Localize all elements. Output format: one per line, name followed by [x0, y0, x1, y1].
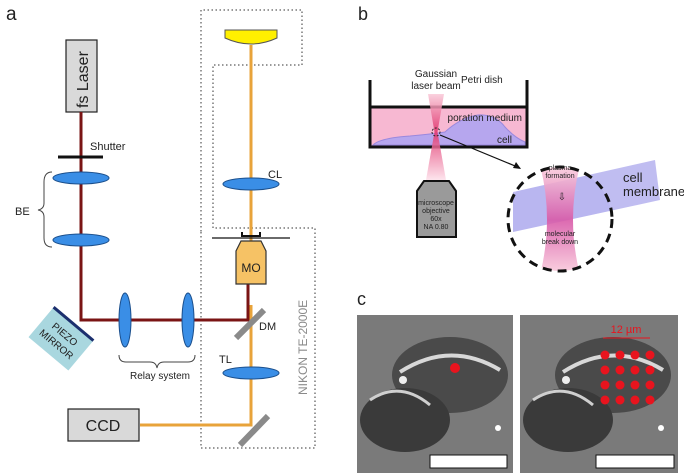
petri-dish: [368, 80, 529, 149]
microscope-label: NIKON TE-2000E: [296, 300, 310, 395]
zoom-circle: [506, 165, 614, 273]
piezo-mirror: PIEZO MIRROR: [28, 306, 95, 371]
dichroic-mirror: [233, 307, 267, 341]
grid-laser-spot: [600, 365, 610, 375]
grid-laser-spot: [645, 380, 655, 390]
medium-label: poration medium: [448, 113, 522, 124]
laser-beam-top: [428, 94, 444, 132]
ccd-camera: CCD: [67, 408, 140, 442]
cell-shape: [371, 114, 526, 146]
focus-marker: [431, 127, 441, 137]
grid-scale-label: 12 µm: [611, 324, 642, 336]
dm-label: DM: [259, 321, 276, 333]
grid-laser-spot: [615, 365, 625, 375]
grid-laser-spot: [630, 380, 640, 390]
plasma-label-2: formation: [545, 173, 574, 180]
grid-laser-spot: [600, 380, 610, 390]
grid-laser-spot: [645, 350, 655, 360]
grid-laser-spot: [615, 380, 625, 390]
panel-c-label: c: [357, 289, 366, 309]
beam-label-2: laser beam: [411, 81, 460, 92]
micrograph-grid: [520, 315, 678, 473]
micrograph-single: [357, 315, 513, 473]
be-label: BE: [15, 206, 30, 218]
shutter-label: Shutter: [90, 141, 126, 153]
be-bracket: [37, 171, 53, 248]
relay-label: Relay system: [130, 371, 190, 382]
scale-bar-2: [595, 454, 675, 469]
breakdown-label-2: break down: [542, 239, 578, 246]
grid-laser-spot: [600, 395, 610, 405]
microscope-objective: MO: [235, 240, 267, 285]
mo-label: MO: [241, 261, 260, 275]
beam-label-1: Gaussian: [415, 69, 457, 80]
scale-bar-1: [429, 454, 508, 469]
relay-lens-1: [118, 292, 132, 348]
objective-b: microscope objective 60x NA 0.80: [416, 180, 457, 238]
microscope-outline: [200, 9, 316, 449]
ccd-label: CCD: [86, 418, 121, 435]
panel-b-label: b: [358, 4, 368, 24]
objective-text-3: 60x: [430, 216, 442, 223]
zoom-arrowhead: [513, 162, 521, 169]
laser-spot: [450, 363, 460, 373]
objective-text-2: objective: [422, 208, 450, 215]
fs-laser: fs Laser: [65, 39, 98, 113]
zoom-arrow: [439, 134, 521, 169]
light-source: [224, 29, 278, 45]
grid-laser-spot: [645, 365, 655, 375]
objective-text-1: microscope: [418, 200, 454, 207]
tl-label: TL: [219, 354, 232, 366]
be-lens-2: [52, 233, 110, 247]
cl-label: CL: [268, 169, 282, 181]
laser-beam-bottom: [426, 132, 446, 180]
breakdown-label-1: molecular: [545, 231, 576, 238]
grid-laser-spot: [615, 350, 625, 360]
focal-volume: [540, 167, 580, 271]
spot-grid: [600, 350, 655, 405]
plasma-label-1: plasma: [549, 165, 572, 172]
laser-beam-path: [79, 112, 250, 322]
grid-laser-spot: [600, 350, 610, 360]
grid-laser-spot: [630, 365, 640, 375]
petri-dish-label: Petri dish: [461, 75, 503, 86]
fold-mirror: [237, 413, 271, 448]
membrane-label-2: membrane: [623, 184, 684, 199]
membrane-label-1: cell: [623, 170, 643, 185]
objective-text-4: NA 0.80: [424, 224, 449, 231]
panel-a-label: a: [6, 4, 17, 25]
be-lens-1: [52, 171, 110, 185]
laser-label: fs Laser: [75, 50, 92, 108]
sample-holder: [241, 232, 261, 237]
condenser-lens: [222, 177, 280, 191]
relay-lens-2: [181, 292, 195, 348]
grid-laser-spot: [615, 395, 625, 405]
cell-label: cell: [497, 135, 512, 146]
tube-lens: [222, 366, 280, 380]
grid-laser-spot: [645, 395, 655, 405]
grid-laser-spot: [630, 350, 640, 360]
grid-laser-spot: [630, 395, 640, 405]
relay-bracket: [118, 354, 196, 369]
down-arrow-icon: ⇩: [558, 192, 566, 203]
